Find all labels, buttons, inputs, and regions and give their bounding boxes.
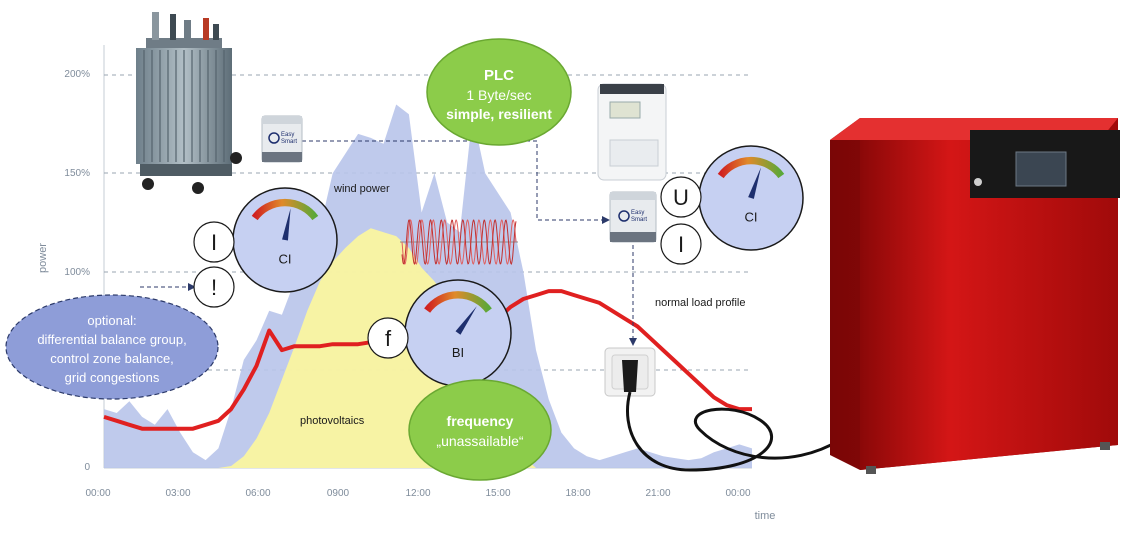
sine-wave-2 (401, 219, 517, 266)
gauge-scale-arc (424, 291, 492, 313)
x-axis-label: time (755, 510, 776, 522)
plc-rate: 1 Byte/sec (466, 87, 531, 103)
x-tick-label: 03:00 (165, 488, 190, 499)
y-tick-labels: 0 100% 150% 200% (64, 69, 90, 473)
input-circle-left-current: I (193, 221, 235, 263)
optional-line-1: optional: (87, 313, 136, 328)
device-brand-line1: Easy (631, 210, 644, 216)
plc-tagline: simple, resilient (446, 106, 552, 122)
input-circle-right-voltage: U (660, 176, 702, 218)
easy-smart-device-left: Easy Smart (261, 115, 303, 163)
plc-link-arrowhead (602, 216, 610, 224)
wind-power-label: wind power (333, 183, 390, 195)
input-letter: I (678, 232, 684, 257)
frequency-title: frequency (447, 413, 514, 429)
input-circle-right-current: I (660, 223, 702, 265)
optional-line-3: control zone balance, (50, 351, 174, 366)
gauge-label: CI (279, 251, 292, 266)
x-tick-label: 0900 (327, 488, 350, 499)
socket-arrowhead (629, 338, 637, 346)
input-letter: I (211, 230, 217, 255)
signal-connections (140, 140, 634, 340)
device-brand-line2: Smart (281, 139, 297, 145)
optional-line-4: grid congestions (65, 370, 160, 385)
input-circle-left-alert: ! (193, 266, 235, 308)
frequency-bubble: frequency „unassailable“ (408, 379, 552, 481)
gauge-left: CI (232, 187, 338, 293)
plc-link-line (302, 140, 602, 221)
optional-arrowhead (188, 283, 196, 291)
x-tick-label: 21:00 (645, 488, 670, 499)
x-tick-label: 12:00 (405, 488, 430, 499)
x-tick-label: 06:00 (245, 488, 270, 499)
photovoltaics-label: photovoltaics (300, 415, 365, 427)
y-tick-label: 100% (64, 267, 90, 278)
gauge-middle: BI (404, 279, 512, 387)
x-tick-label: 15:00 (485, 488, 510, 499)
gauge-right: CI (698, 145, 804, 251)
input-letter: f (385, 326, 392, 351)
x-tick-label: 00:00 (85, 488, 110, 499)
transformer-image (136, 12, 242, 194)
x-tick-label: 00:00 (725, 488, 750, 499)
plc-title: PLC (484, 67, 514, 84)
y-tick-label: 0 (84, 462, 90, 473)
device-brand-line2: Smart (631, 217, 647, 223)
normal-load-profile-label: normal load profile (655, 297, 746, 309)
y-tick-label: 200% (64, 69, 90, 80)
x-tick-labels: 00:00 03:00 06:00 0900 12:00 15:00 18:00 21:00 0… (85, 488, 750, 499)
wall-socket-image (604, 347, 656, 397)
gauge-label: CI (745, 209, 758, 224)
plc-bubble: PLC 1 Byte/sec simple, resilient (426, 38, 572, 146)
frequency-subtitle: „unassailable“ (436, 433, 523, 449)
gauge-needle (748, 167, 761, 199)
optional-line-2: differential balance group, (37, 332, 186, 347)
y-tick-label: 150% (64, 168, 90, 179)
gauge-needle (282, 208, 291, 241)
input-letter: ! (211, 275, 217, 300)
input-circle-middle-frequency: f (367, 317, 409, 359)
smart-meter-image (597, 83, 667, 181)
device-brand-line1: Easy (281, 132, 294, 138)
y-axis-label: power (37, 243, 49, 273)
input-letter: U (673, 185, 689, 210)
easy-smart-device-right: Easy Smart (609, 191, 657, 243)
gauge-scale-arc (251, 198, 319, 221)
gauge-needle (455, 306, 477, 335)
x-tick-label: 18:00 (565, 488, 590, 499)
frequency-sine-waves (400, 219, 518, 266)
gauge-scale-arc (717, 156, 785, 179)
heater-power-cable (626, 391, 841, 472)
electric-heater-image (830, 118, 1120, 474)
gauge-label: BI (452, 345, 464, 360)
optional-bubble: optional: differential balance group, co… (5, 294, 219, 400)
